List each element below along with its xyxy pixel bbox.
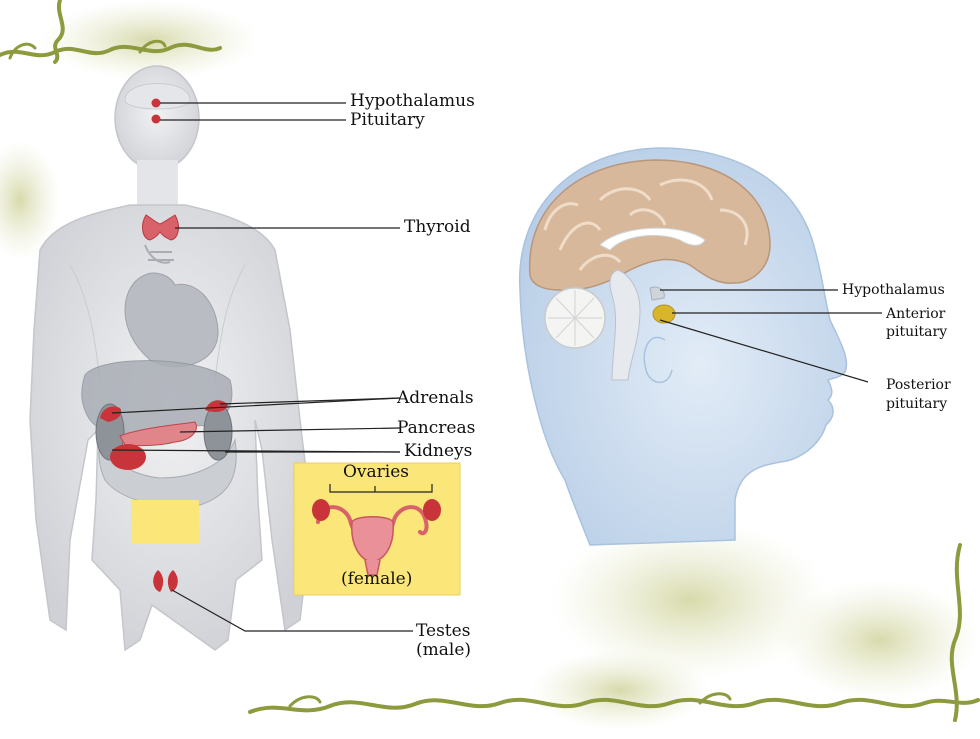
- label-ovaries: Ovaries: [343, 462, 410, 482]
- pituitary-marker: [151, 114, 161, 124]
- pelvis-marker: [131, 500, 199, 544]
- head-profile-figure: [519, 147, 848, 546]
- label-posterior-pituitary: pituitary: [886, 396, 948, 412]
- ovaries-bracket: [329, 484, 433, 493]
- label-pancreas: Pancreas: [397, 418, 476, 438]
- label-adrenals: Adrenals: [397, 388, 474, 408]
- label-head-hypothalamus: Hypothalamus: [842, 282, 945, 298]
- hypothalamus-marker: [151, 98, 161, 108]
- pituitary-gland-gold: [652, 304, 676, 324]
- label-anterior: Anterior: [886, 306, 946, 322]
- left-adrenal: [100, 406, 122, 422]
- right-adrenal: [205, 400, 228, 413]
- label-testes: Testes: [416, 621, 471, 641]
- right-ovary: [423, 499, 441, 521]
- ovaries-inset: [293, 462, 461, 596]
- left-ovary: [312, 499, 330, 521]
- thyroid-gland: [142, 214, 179, 241]
- label-pituitary: Pituitary: [350, 110, 425, 130]
- right-testis: [167, 570, 178, 592]
- label-male: (male): [416, 640, 472, 660]
- label-hypothalamus: Hypothalamus: [350, 91, 475, 111]
- vine-bottom: [248, 543, 980, 722]
- pancreas-gland: [119, 421, 197, 447]
- head-leader-lines: [659, 289, 882, 383]
- label-kidneys: Kidneys: [404, 441, 473, 461]
- label-thyroid: Thyroid: [404, 217, 471, 237]
- label-anterior-pituitary: pituitary: [886, 324, 948, 340]
- duodenum-marker: [110, 444, 146, 470]
- label-female: (female): [341, 569, 413, 589]
- vine-top-left: [0, 0, 222, 64]
- human-body-figure: [29, 65, 313, 652]
- label-posterior: Posterior: [886, 377, 951, 393]
- body-leader-lines: [111, 102, 413, 632]
- left-testis: [153, 570, 164, 592]
